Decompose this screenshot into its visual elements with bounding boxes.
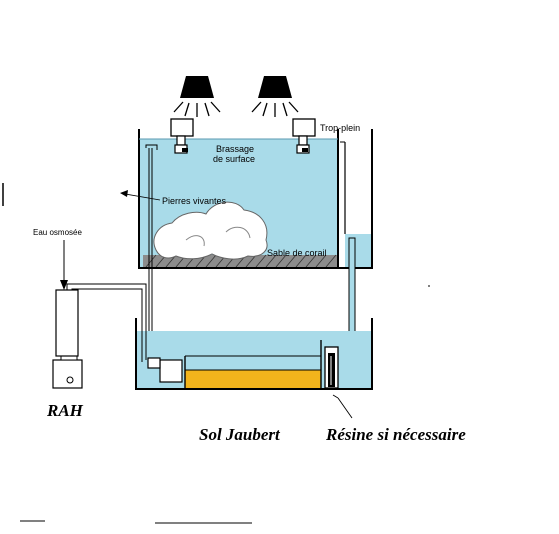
pump-icon — [292, 118, 316, 154]
surface-mixing-label-1: Brassage — [216, 144, 254, 154]
pump-icon — [170, 118, 194, 154]
osmosis-water-label: Eau osmosée — [33, 228, 82, 237]
overflow-label: Trop-plein — [320, 123, 360, 133]
jaubert-soil-label: Sol Jaubert — [199, 425, 281, 444]
pump-icon — [147, 357, 183, 383]
rah-device — [52, 289, 83, 389]
lamp-icon — [251, 76, 299, 117]
resin-reactor — [324, 346, 339, 389]
live-rock-label: Pierres vivantes — [162, 196, 227, 206]
rah-label: RAH — [46, 401, 84, 420]
coral-sand-label: Sable de corail — [267, 248, 327, 258]
lamp-icon — [173, 76, 221, 117]
surface-mixing-label-2: de surface — [213, 154, 255, 164]
live-rock — [153, 201, 268, 260]
resin-label: Résine si nécessaire — [325, 425, 466, 444]
